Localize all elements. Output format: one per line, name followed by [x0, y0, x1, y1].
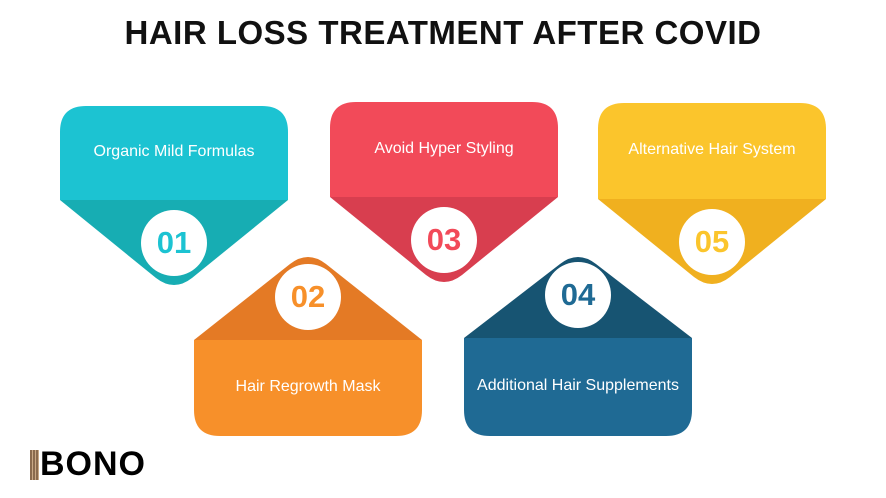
- card-band: [598, 103, 826, 199]
- item-number-5: 05: [679, 209, 745, 275]
- item-number-2: 02: [275, 264, 341, 330]
- card-band: [194, 340, 422, 436]
- item-label-5: Alternative Hair System: [628, 141, 796, 158]
- item-label-4: Additional Hair Supplements: [477, 377, 679, 394]
- logo-bars-icon: [30, 449, 39, 480]
- item-number-1: 01: [141, 210, 207, 276]
- card-band: [330, 102, 558, 197]
- logo-text: BONO: [40, 445, 146, 483]
- item-number-3: 03: [411, 207, 477, 273]
- item-number-4: 04: [545, 262, 611, 328]
- item-label-1: Organic Mild Formulas: [93, 143, 255, 160]
- card-band: [464, 338, 692, 436]
- item-label-2: Hair Regrowth Mask: [235, 378, 381, 395]
- page-title: HAIR LOSS TREATMENT AFTER COVID: [124, 14, 762, 51]
- bono-logo: BONO: [30, 445, 146, 484]
- item-label-3: Avoid Hyper Styling: [374, 139, 514, 157]
- card-band: [60, 106, 288, 200]
